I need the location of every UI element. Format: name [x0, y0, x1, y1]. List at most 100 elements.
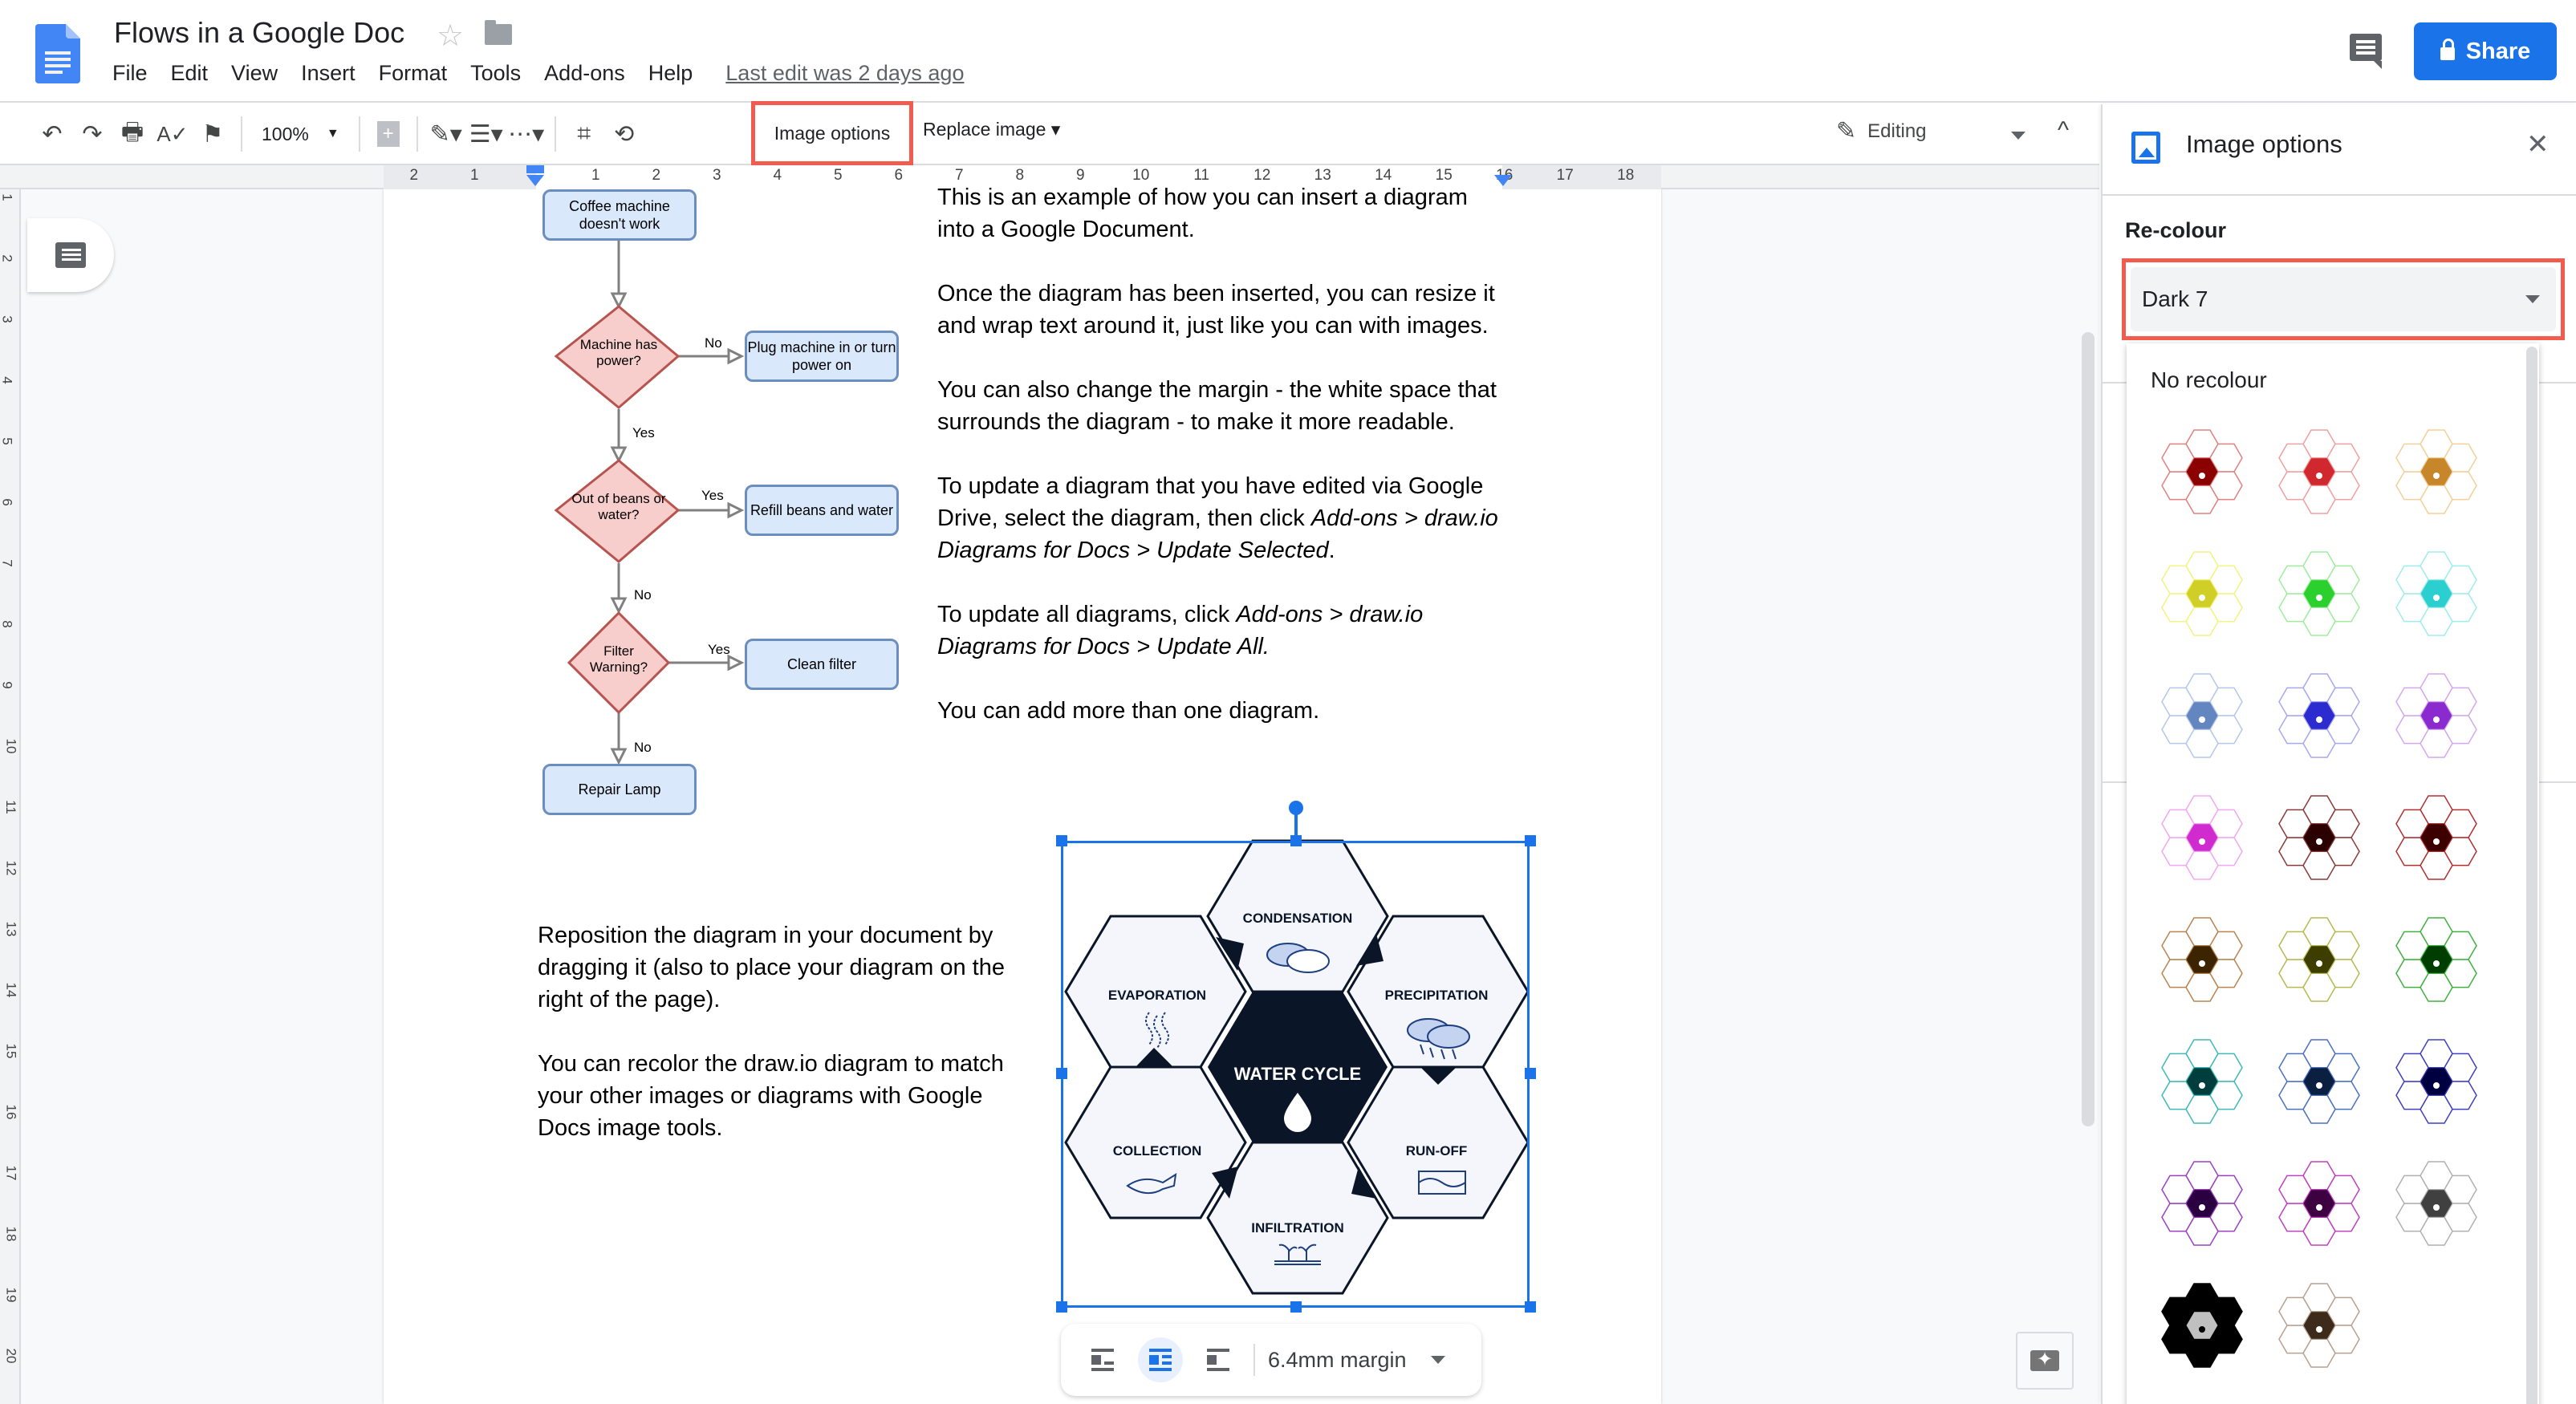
- stage-condensation: CONDENSATION: [1243, 911, 1353, 926]
- menu-insert[interactable]: Insert: [301, 61, 356, 85]
- menu-file[interactable]: File: [112, 61, 148, 85]
- resize-handle-se[interactable]: [1525, 1301, 1536, 1313]
- reset-image-icon[interactable]: ⟲: [614, 120, 635, 148]
- divider: [554, 116, 556, 152]
- resize-handle-w[interactable]: [1056, 1068, 1067, 1079]
- menu-add-ons[interactable]: Add-ons: [544, 61, 625, 85]
- recolour-swatch[interactable]: [2271, 789, 2367, 886]
- edge-label: Yes: [632, 425, 655, 440]
- outline-icon: [55, 242, 86, 268]
- replace-image-button[interactable]: Replace image ▾: [923, 119, 1061, 140]
- recolour-swatch[interactable]: [2271, 546, 2367, 642]
- resize-handle-ne[interactable]: [1525, 835, 1536, 846]
- recolour-swatch[interactable]: [2154, 546, 2250, 642]
- spellcheck-icon[interactable]: A✓: [156, 121, 189, 146]
- recolour-swatch[interactable]: [2388, 668, 2485, 764]
- menu-bar: File Edit View Insert Format Tools Add-o…: [112, 61, 964, 86]
- recolour-swatch[interactable]: [2271, 1033, 2367, 1130]
- editing-mode-caret-icon[interactable]: [2011, 132, 2025, 140]
- no-recolour-option[interactable]: No recolour: [2151, 367, 2267, 392]
- recolour-swatch[interactable]: [2388, 911, 2485, 1008]
- recolour-swatch[interactable]: [2271, 1155, 2367, 1252]
- recolour-swatch[interactable]: [2271, 1277, 2367, 1374]
- recolour-swatch[interactable]: [2388, 1155, 2485, 1252]
- left-indent-handle[interactable]: [526, 165, 544, 189]
- last-edit-link[interactable]: Last edit was 2 days ago: [725, 61, 965, 85]
- menu-format[interactable]: Format: [378, 61, 448, 85]
- recolour-swatch[interactable]: [2154, 1155, 2250, 1252]
- margin-select[interactable]: 6.4mm margin: [1268, 1348, 1445, 1373]
- ruler-tick: 8: [1015, 167, 1025, 184]
- recolour-swatch[interactable]: [2271, 424, 2367, 520]
- close-icon[interactable]: ✕: [2526, 129, 2550, 160]
- share-button[interactable]: Share: [2414, 22, 2557, 80]
- flowchart-node-a3: Clean filter: [745, 639, 899, 690]
- recolour-swatch[interactable]: [2388, 424, 2485, 520]
- recolour-swatch[interactable]: [2388, 789, 2485, 886]
- resize-handle-s[interactable]: [1290, 1301, 1302, 1313]
- resize-handle-n[interactable]: [1290, 835, 1302, 846]
- recolour-swatch[interactable]: [2154, 424, 2250, 520]
- explore-button[interactable]: [2016, 1332, 2074, 1390]
- stage-infiltration: INFILTRATION: [1251, 1220, 1344, 1236]
- explore-icon: [2030, 1348, 2059, 1371]
- border-colour-icon[interactable]: ✎▾: [429, 120, 462, 148]
- ruler-content-area: [536, 165, 1502, 189]
- recolour-swatch[interactable]: [2271, 911, 2367, 1008]
- zoom-select[interactable]: 100%▼: [262, 123, 339, 144]
- star-icon[interactable]: ☆: [437, 19, 465, 53]
- ruler-tick: 12: [1253, 167, 1271, 184]
- document-title[interactable]: Flows in a Google Doc: [114, 16, 405, 49]
- menu-view[interactable]: View: [231, 61, 278, 85]
- recolour-swatch[interactable]: [2271, 668, 2367, 764]
- undo-icon[interactable]: ↶: [42, 120, 63, 148]
- document-outline-button[interactable]: [27, 218, 114, 292]
- paragraph-update-selected: To update a diagram that you have edited…: [937, 470, 1499, 566]
- collapse-menus-icon[interactable]: ^: [2058, 117, 2070, 144]
- recolour-swatch[interactable]: [2154, 1033, 2250, 1130]
- border-weight-icon[interactable]: ☰▾: [469, 120, 503, 148]
- menu-help[interactable]: Help: [648, 61, 693, 85]
- ruler-tick: 9: [1075, 167, 1085, 184]
- crop-icon[interactable]: ⌗: [577, 120, 591, 147]
- google-docs-logo-icon[interactable]: [35, 24, 80, 83]
- palette-scrollbar[interactable]: [2526, 347, 2537, 1404]
- print-icon[interactable]: 🖶: [120, 118, 144, 145]
- break-text-button[interactable]: [1196, 1337, 1241, 1382]
- document-scrollbar[interactable]: [2082, 332, 2095, 1126]
- paint-format-icon[interactable]: ⚑: [201, 120, 224, 148]
- menu-edit[interactable]: Edit: [170, 61, 209, 85]
- recolour-swatch[interactable]: [2388, 546, 2485, 642]
- comments-icon[interactable]: [2350, 34, 2382, 69]
- recolour-swatch[interactable]: [2388, 1033, 2485, 1130]
- redo-icon[interactable]: ↷: [82, 120, 103, 148]
- paragraph: You can recolor the draw.io diagram to m…: [538, 1051, 1004, 1141]
- resize-handle-e[interactable]: [1525, 1068, 1536, 1079]
- resize-handle-sw[interactable]: [1056, 1301, 1067, 1313]
- right-indent-handle[interactable]: [1494, 175, 1512, 186]
- recolour-swatch[interactable]: [2154, 668, 2250, 764]
- recolour-swatch[interactable]: [2154, 789, 2250, 886]
- horizontal-ruler[interactable]: 2 1 1 2 3 4 5 6 7 8 9 10 11 12 13 14 15 …: [0, 165, 2099, 189]
- recolour-dropdown[interactable]: Dark 7: [2122, 258, 2565, 340]
- add-comment-icon[interactable]: +: [368, 112, 408, 156]
- editing-mode-button[interactable]: ✎ Editing: [1836, 117, 1927, 145]
- rotate-handle[interactable]: [1289, 801, 1303, 815]
- folder-icon[interactable]: [485, 20, 512, 45]
- wrap-text-button[interactable]: [1138, 1337, 1183, 1382]
- recolour-swatch[interactable]: [2154, 1277, 2250, 1374]
- image-options-button[interactable]: Image options: [751, 101, 913, 165]
- recolour-swatch[interactable]: [2154, 911, 2250, 1008]
- menu-tools[interactable]: Tools: [470, 61, 522, 85]
- image-selection-border: [1061, 841, 1530, 1308]
- ruler-tick: 17: [1556, 167, 1574, 184]
- recolour-select-field[interactable]: Dark 7: [2131, 267, 2556, 331]
- resize-handle-nw[interactable]: [1056, 835, 1067, 846]
- water-cycle-title: WATER CYCLE: [1234, 1064, 1361, 1084]
- border-dash-icon[interactable]: ⋯▾: [508, 120, 545, 148]
- paragraph: Reposition the diagram in your document …: [538, 923, 1005, 1012]
- flowchart-node-start: Coffee machine doesn't work: [542, 189, 697, 241]
- wrap-inline-button[interactable]: [1080, 1337, 1125, 1382]
